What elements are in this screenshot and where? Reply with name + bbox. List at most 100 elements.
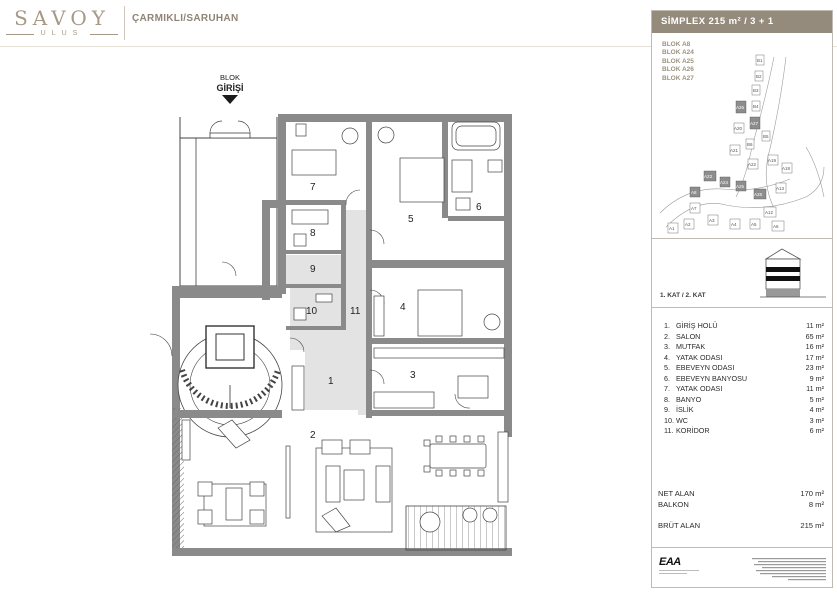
site-label-a6: A6: [773, 224, 779, 229]
room-row-name: İSLİK: [676, 405, 694, 414]
logo-rule-right: [90, 34, 118, 35]
site-block-a13: A13: [775, 182, 787, 194]
balcony-area-value: 8 m²: [808, 500, 824, 509]
info-panel: SİMPLEX 215 m² / 3 + 1 B1 B2 B3 A26 B4 A…: [651, 10, 833, 588]
room-row-name: BANYO: [676, 394, 702, 404]
site-block-a4: A4: [729, 218, 741, 230]
site-block-a27: A27: [749, 116, 761, 130]
room-row-area: 5 m²: [809, 394, 824, 404]
room-row-number: 7.: [664, 384, 670, 393]
block-item: BLOK A24: [662, 49, 694, 57]
room-row-area: 11 m²: [806, 321, 824, 330]
room-row-area: 23 m²: [805, 363, 824, 372]
site-block-a12: A12: [763, 206, 777, 218]
site-label-b2: B2: [756, 74, 762, 79]
balcony: [405, 505, 507, 551]
site-block-a6: A6: [771, 220, 785, 232]
room-row-area: 4 m²: [809, 405, 824, 414]
room-row-name: YATAK ODASI: [676, 352, 723, 362]
room-row-number: 8.: [664, 394, 670, 404]
net-area-label: NET ALAN: [658, 489, 695, 498]
gross-area-value: 215 m²: [800, 521, 824, 530]
site-label-a22: A22: [748, 162, 757, 167]
site-block-a21: A21: [729, 144, 741, 156]
site-block-a22: A22: [747, 158, 759, 170]
site-label-a25: A25: [736, 184, 745, 189]
site-block-a24: A24: [719, 176, 731, 188]
site-block-a1: A1: [667, 222, 679, 234]
site-label-b1: B1: [757, 58, 763, 63]
savoy-logo: SAVOY ULUS: [4, 4, 120, 42]
floor-label: 1. KAT / 2. KAT: [660, 292, 706, 299]
room-row-name: WC: [676, 415, 688, 425]
door-swings: [149, 189, 471, 409]
room-number-10: 10: [306, 306, 318, 317]
room-row-name: EBEVEYN BANYOSU: [676, 373, 748, 383]
location-title: ÇARMIKLI/SARUHAN: [132, 13, 239, 24]
site-label-b5: B5: [763, 134, 769, 139]
block-item: BLOK A25: [662, 57, 694, 65]
room-row-name: GİRİŞ HOLÜ: [676, 321, 718, 330]
room-row-number: 3.: [664, 342, 670, 351]
room-number-1: 1: [328, 376, 334, 387]
architect-logo: EAA: [659, 556, 681, 568]
room-row-area: 65 m²: [805, 331, 824, 341]
site-block-b3: B3: [751, 84, 761, 96]
room-row-name: SALON: [676, 331, 701, 341]
header-divider: [124, 6, 125, 40]
room-row-number: 2.: [664, 331, 670, 341]
logo-rule-left: [6, 34, 34, 35]
room-row-number: 5.: [664, 363, 670, 372]
site-block-a2: A2: [683, 218, 695, 230]
room-row-number: 4.: [664, 352, 670, 362]
room-number-5: 5: [408, 214, 414, 225]
entrance-marker: [222, 95, 238, 104]
site-label-b4: B4: [753, 104, 759, 109]
room-row-area: 11 m²: [806, 384, 824, 393]
room-number-2: 2: [310, 430, 316, 441]
site-label-a23: A23: [704, 174, 713, 179]
gross-area-label: BRÜT ALAN: [658, 521, 701, 530]
site-label-a18: A18: [782, 166, 791, 171]
gross-area-row: BRÜT ALAN 215 m²: [658, 521, 824, 530]
site-block-a8: A8: [689, 186, 701, 198]
entrance-label-girisi: GİRİŞİ: [216, 83, 243, 93]
site-label-a4: A4: [731, 222, 737, 227]
site-block-a20: A20: [733, 122, 745, 134]
site-label-a21: A21: [730, 148, 739, 153]
room-number-4: 4: [400, 302, 406, 313]
site-map: B1 B2 B3 A26 B4 A27 B5 A20 A21 B6 A19 A2…: [659, 54, 825, 234]
site-label-a26: A26: [736, 105, 745, 110]
room-row-area: 16 m²: [805, 342, 824, 351]
architect-tagline: [659, 570, 699, 574]
block-item: BLOK A8: [662, 41, 691, 48]
panel-divider: [652, 238, 832, 239]
site-label-a2: A2: [685, 222, 691, 227]
room-number-9: 9: [310, 264, 316, 275]
net-area-value: 170 m²: [800, 489, 824, 498]
room-number-6: 6: [476, 202, 482, 213]
room-row-area: 9 m²: [809, 373, 824, 383]
room-row-number: 11.: [664, 426, 674, 435]
site-label-a1: A1: [669, 226, 675, 231]
room-number-8: 8: [310, 228, 316, 239]
room-number-3: 3: [410, 370, 416, 381]
site-block-b1: B1: [755, 54, 765, 66]
block-list: BLOK A8 BLOK A24 BLOK A25 BLOK A26 BLOK …: [662, 41, 694, 83]
site-label-a13: A13: [776, 186, 785, 191]
site-block-a18: A18: [781, 162, 793, 174]
entrance-label-blok: BLOK: [220, 73, 240, 82]
unit-type-header: SİMPLEX 215 m² / 3 + 1: [652, 11, 832, 33]
room-numbers: 1 2 3 4 5 6 7 8 9 10 11: [306, 182, 482, 441]
site-label-a28: A28: [754, 192, 763, 197]
site-label-b3: B3: [753, 88, 759, 93]
site-block-b6: B6: [745, 138, 755, 150]
site-label-a27: A27: [750, 121, 759, 126]
room-row-area: 17 m²: [805, 352, 824, 362]
room-row-area: 3 m²: [809, 415, 824, 425]
floor-plan: 1 2 3 4 5 6 7 8 9 10 11 BLOK GİRİŞİ: [149, 73, 512, 557]
furniture: [181, 121, 509, 533]
disclaimer-text: [752, 558, 826, 581]
